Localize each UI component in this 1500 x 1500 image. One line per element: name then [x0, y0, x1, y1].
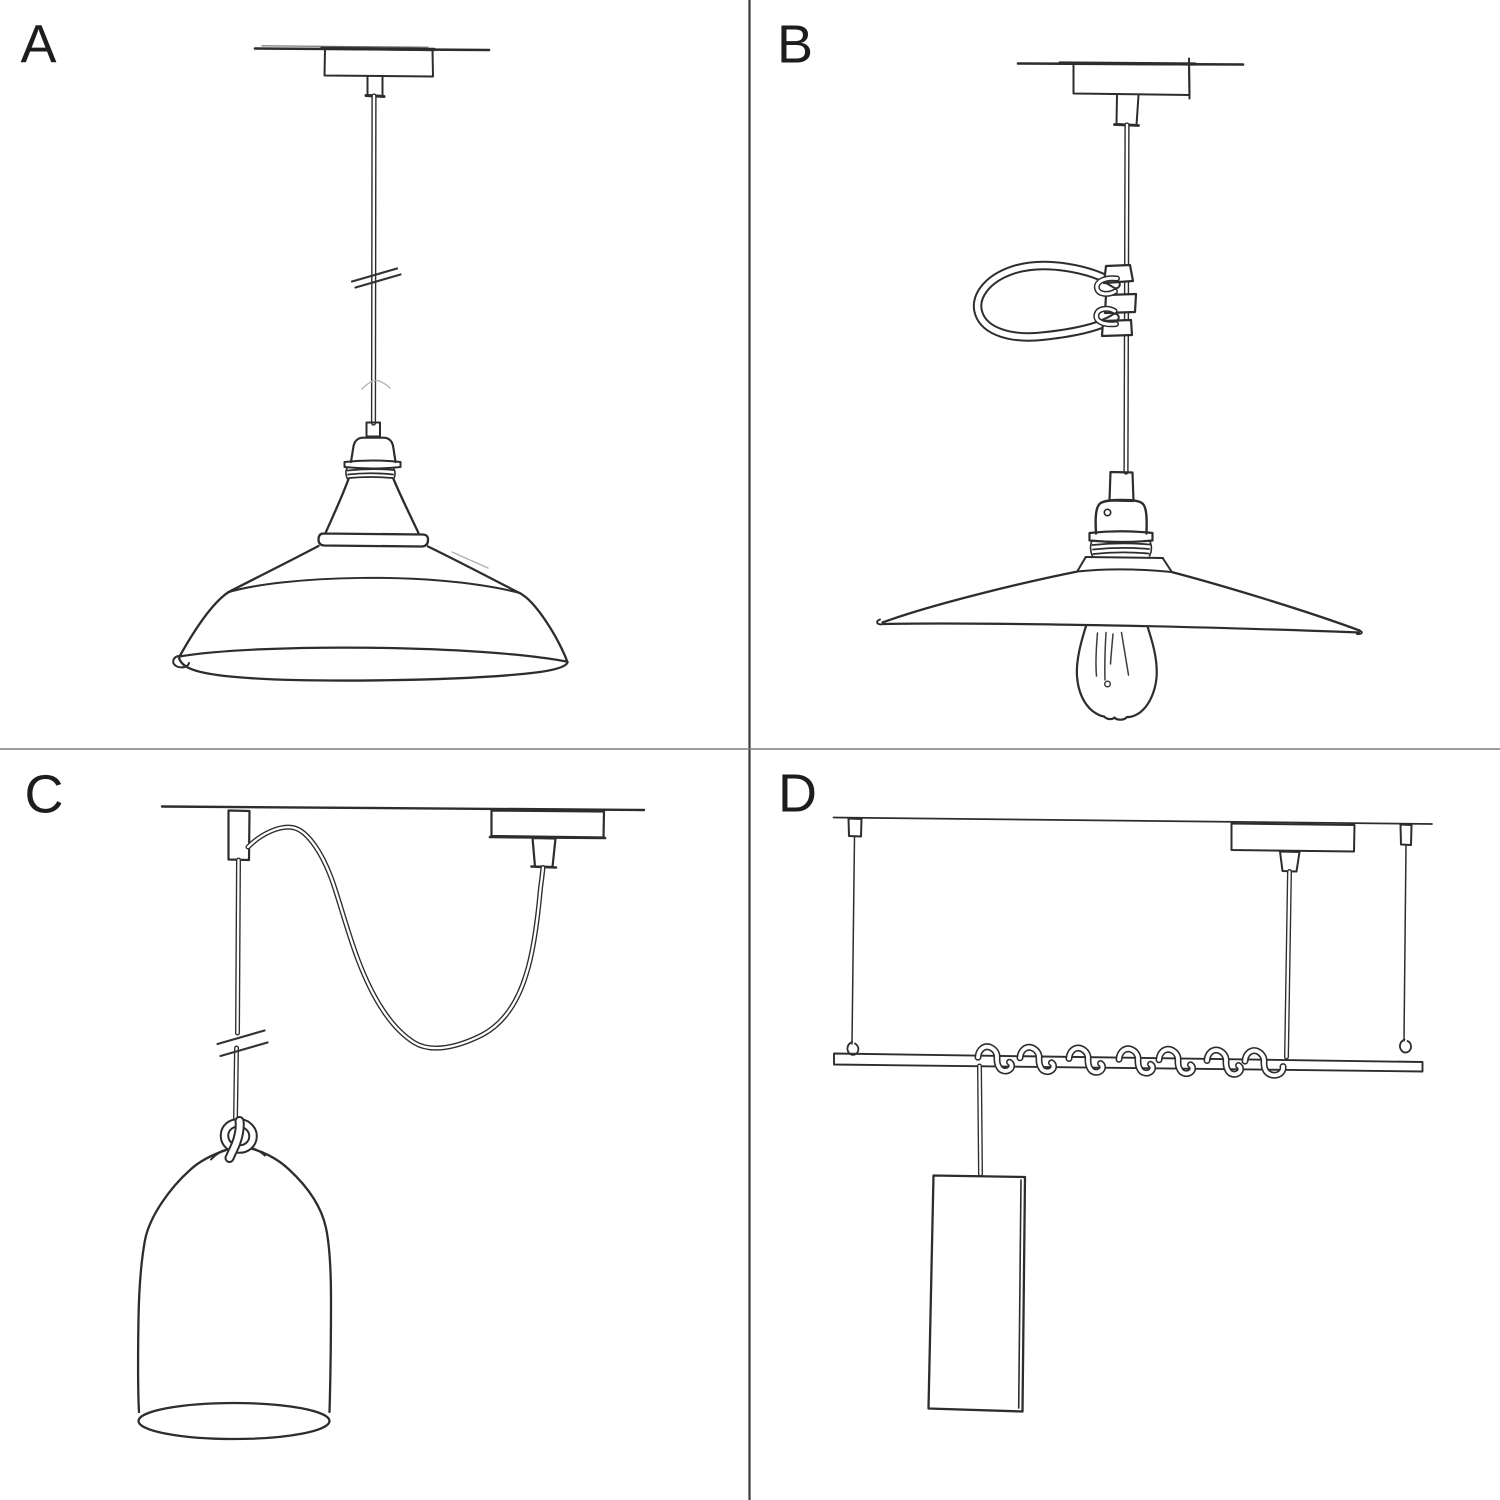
svg-text:A: A — [21, 15, 57, 75]
svg-text:D: D — [778, 764, 817, 824]
svg-text:C: C — [25, 765, 64, 825]
svg-text:B: B — [777, 15, 813, 75]
